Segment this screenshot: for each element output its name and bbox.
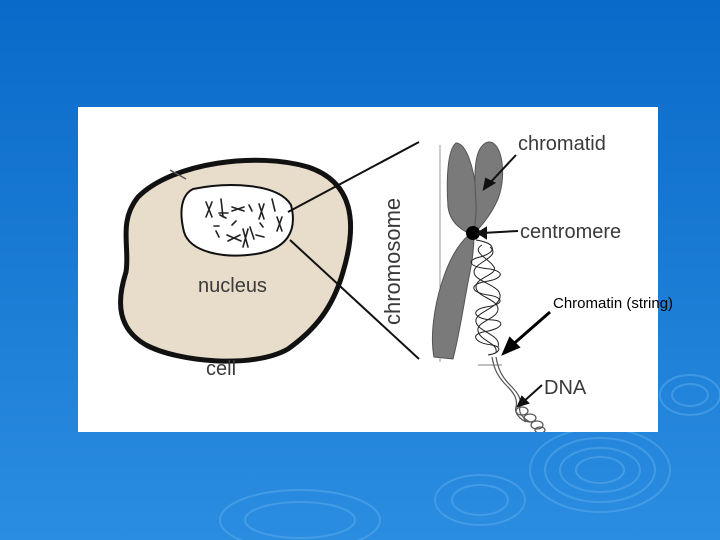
pointer-arrows xyxy=(476,154,543,408)
nucleus-body xyxy=(180,184,294,257)
chromatin-callout-label: Chromatin (string) xyxy=(553,295,674,312)
label-dna: DNA xyxy=(544,377,587,399)
nucleus-chromosomes xyxy=(205,198,283,248)
chromatin-coil xyxy=(470,239,502,356)
water-ripple-decoration xyxy=(219,374,720,540)
label-chromosome: chromosome xyxy=(380,198,405,325)
label-centromere: centromere xyxy=(520,221,621,243)
label-nucleus: nucleus xyxy=(198,275,267,297)
cell-membrane-pointer xyxy=(169,169,187,180)
label-chromatid: chromatid xyxy=(518,133,606,155)
dna-strand xyxy=(478,356,546,432)
cell-chromosome-diagram: chromatid centromere chromosome nucleus … xyxy=(78,107,658,432)
label-cell: cell xyxy=(206,358,236,380)
chromatin-callout-arrow xyxy=(501,310,551,356)
zoom-lines xyxy=(287,141,420,360)
centromere-dot xyxy=(466,226,480,240)
chromosome xyxy=(431,141,504,360)
